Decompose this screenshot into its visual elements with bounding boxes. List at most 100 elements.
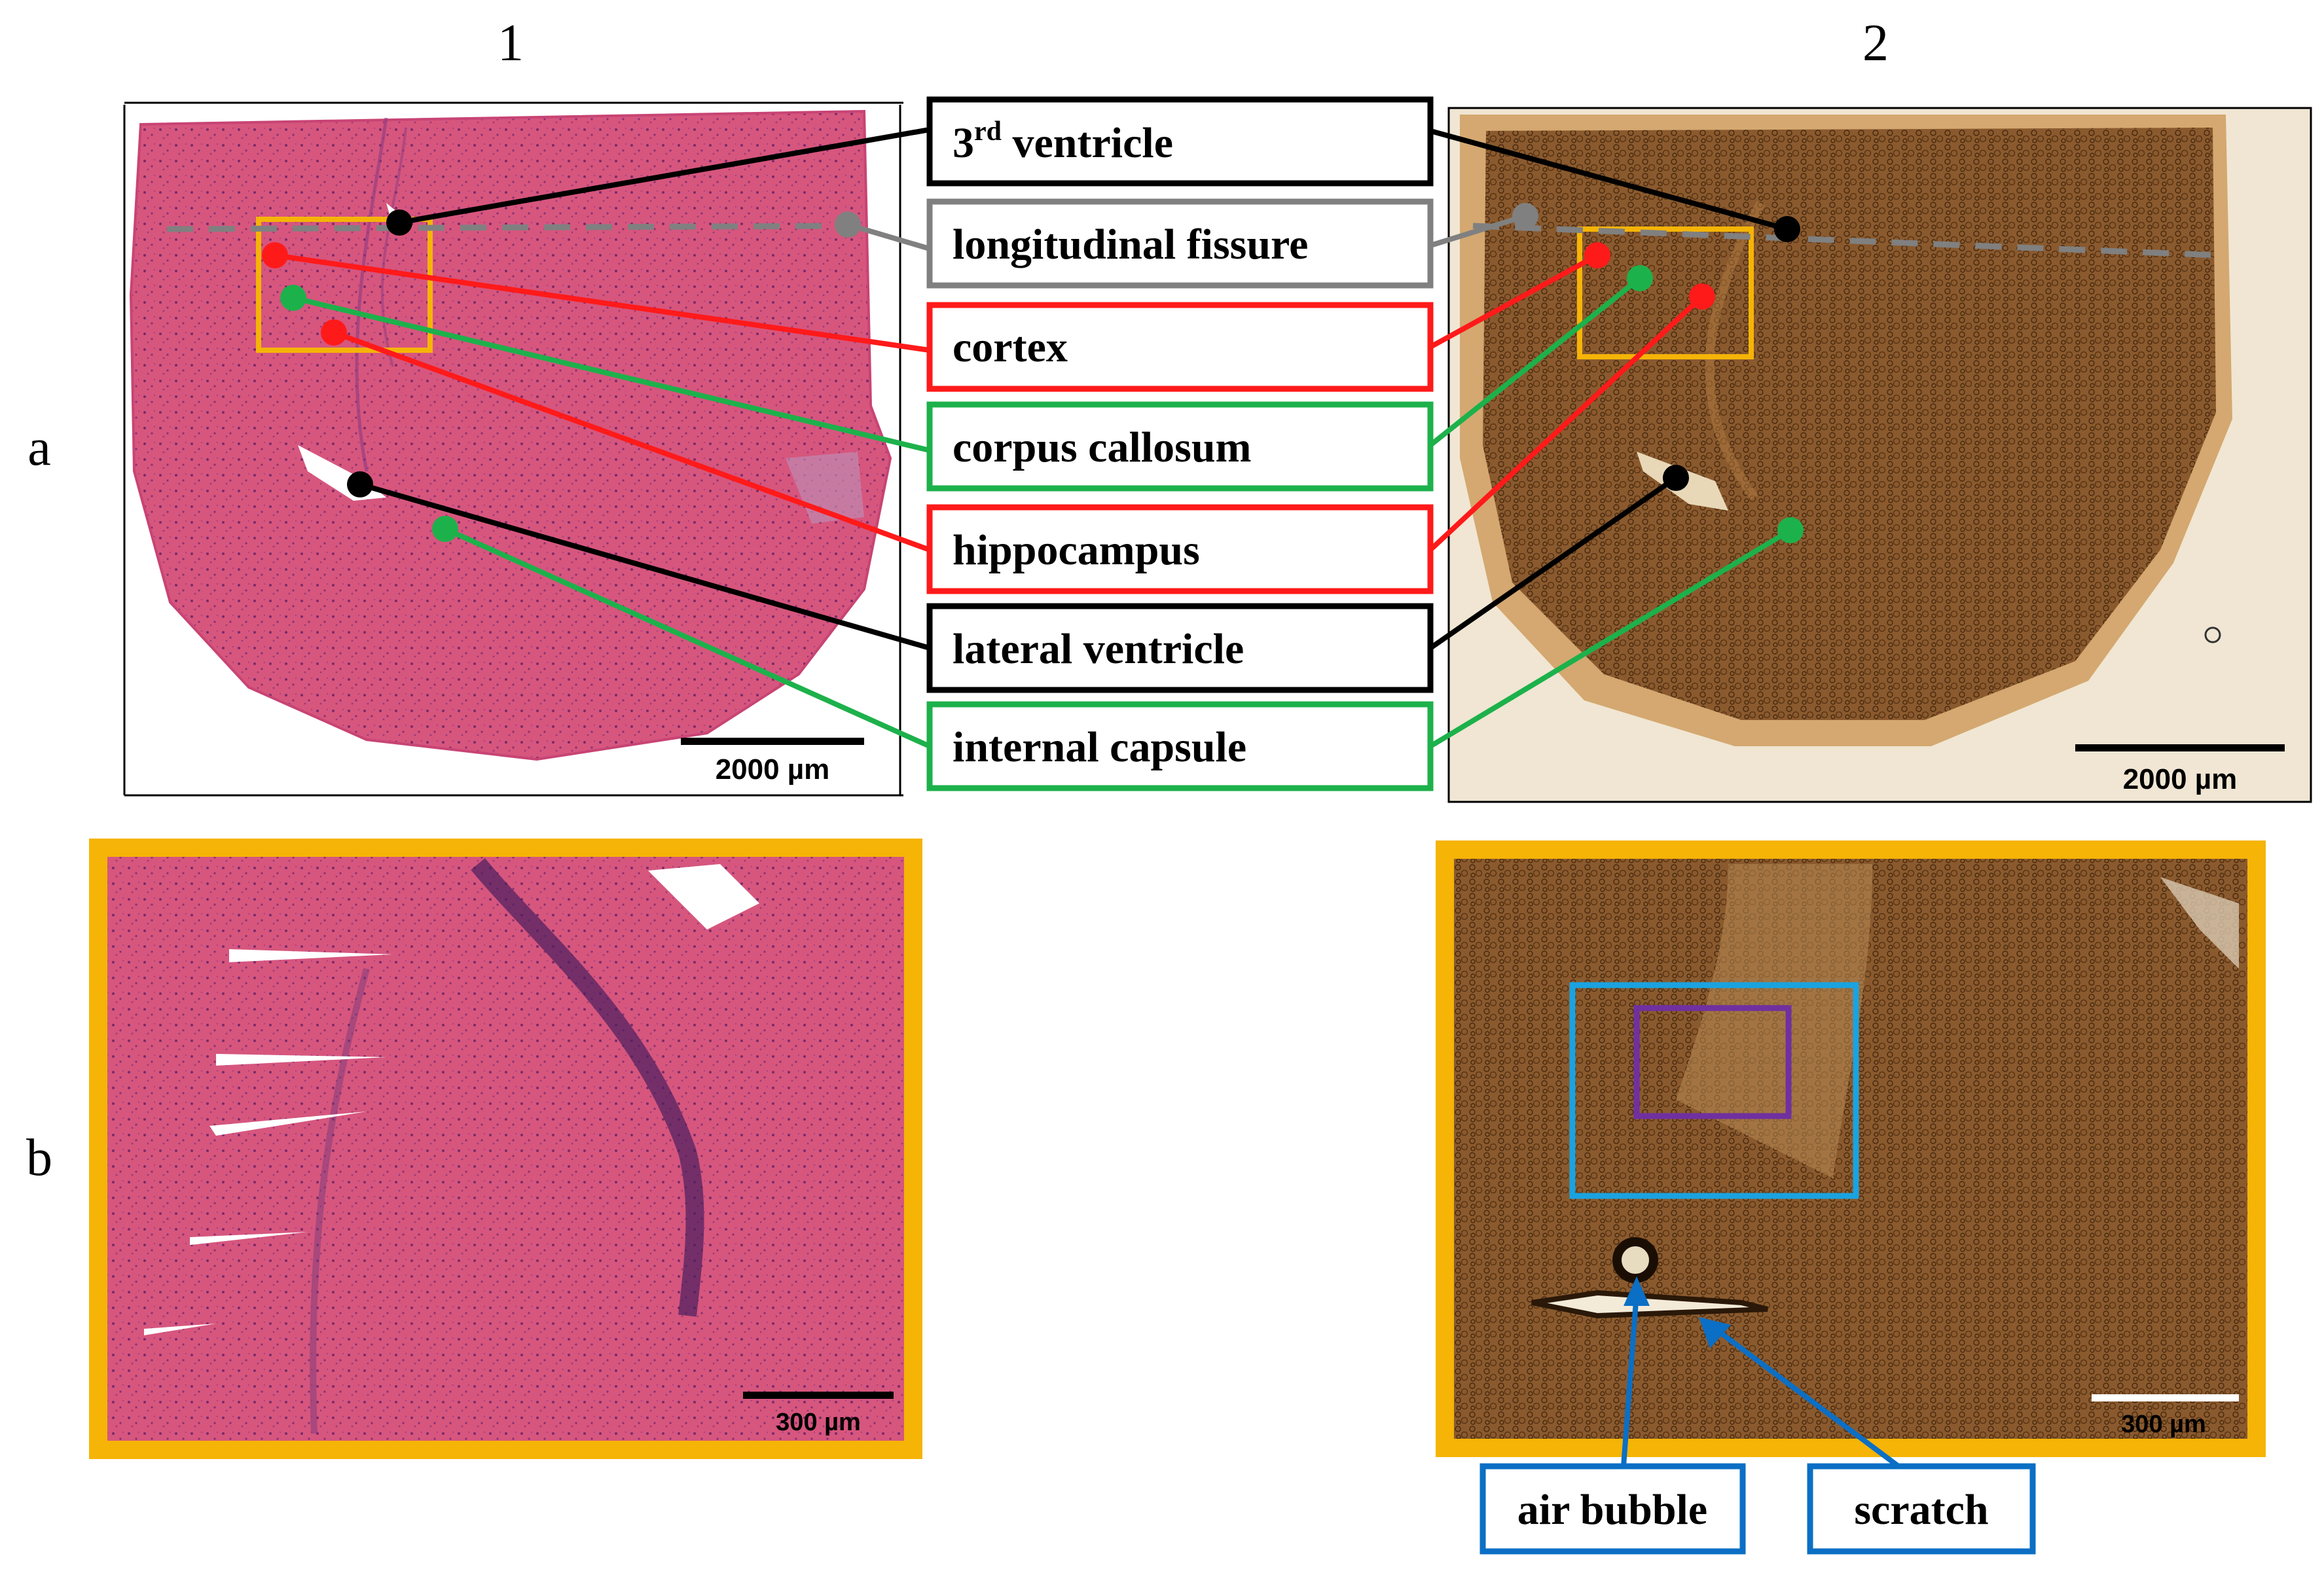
label-internal-capsule: internal capsule (926, 701, 1434, 791)
cyan-region-box (1569, 982, 1859, 1199)
scale-bar-label-b2: 300 µm (2121, 1411, 2206, 1438)
dot-fissure-right (1512, 203, 1538, 229)
zoom-box-a2 (1577, 226, 1754, 359)
row-label-a: a (27, 419, 51, 477)
dentate-gyrus-layer (471, 858, 704, 1317)
column-header-1: 1 (498, 14, 524, 72)
leader-cortex-left (274, 253, 930, 353)
dot-hippocampus-left (321, 319, 347, 346)
leader-internal-capsule-left (444, 526, 931, 749)
label-box-longitudinal-fissure (926, 198, 1434, 289)
callout-box-air-bubble (1480, 1463, 1746, 1555)
leader-hippocampus-left (333, 330, 931, 552)
label-box-third-ventricle (926, 96, 1434, 187)
leader-fissure-right (1429, 213, 1527, 248)
label-longitudinal-fissure: longitudinal fissure (926, 198, 1434, 289)
scale-bar-label-a2: 2000 µm (2123, 763, 2238, 795)
callout-text-air-bubble: air bubble (1517, 1486, 1707, 1534)
scale-bar-a2 (2075, 744, 2285, 751)
purple-region-box (1633, 1005, 1792, 1119)
label-third-ventricle: 3rd ventricle (926, 96, 1434, 187)
scale-bar-a1 (681, 738, 864, 745)
leader-fissure-left (846, 222, 931, 251)
label-box-hippocampus (926, 504, 1434, 594)
scale-bar-label-b1: 300 µm (776, 1409, 861, 1436)
column-header-2: 2 (1862, 14, 1889, 72)
dot-corpus-callosum-left (280, 285, 306, 311)
leader-third-ventricle-right (1429, 128, 1788, 232)
dot-hippocampus-right (1689, 283, 1715, 310)
leader-lateral-ventricle-right (1428, 475, 1678, 651)
label-text-internal-capsule: internal capsule (953, 723, 1246, 771)
leader-cortex-right (1429, 253, 1599, 350)
scale-bar-label-a1: 2000 µm (716, 753, 830, 786)
label-text-longitudinal-fissure: longitudinal fissure (953, 221, 1308, 268)
scale-bar-b1 (743, 1392, 894, 1399)
label-box-corpus-callosum (926, 401, 1434, 492)
callout-text-scratch: scratch (1854, 1486, 1988, 1534)
panel-b1: 300 µm (89, 839, 922, 1459)
fissure-dashed-a1 (166, 223, 852, 232)
he-tissue-section (129, 109, 892, 761)
he-crack-3 (209, 1111, 367, 1136)
arrowhead-air-bubble (1624, 1276, 1650, 1306)
zoom-box-a1 (256, 217, 433, 353)
label-text-corpus-callosum: corpus callosum (953, 424, 1252, 471)
panel-b2: 300 µm (1436, 840, 2266, 1457)
dot-fissure-left (835, 211, 861, 238)
dot-third-ventricle-right (1774, 216, 1800, 242)
he-crack-5 (144, 1324, 216, 1335)
leader-internal-capsule-right (1428, 528, 1792, 749)
leader-corpus-callosum-left (293, 295, 930, 453)
he-crack-1 (229, 949, 393, 962)
panel-a2: 2000 µm (1447, 107, 2312, 803)
label-cortex: cortex (926, 302, 1434, 392)
label-boxes: 3rd ventricle longitudinal fissure corte… (926, 96, 1434, 791)
label-text-cortex: cortex (953, 323, 1068, 371)
arrowhead-scratch (1699, 1317, 1731, 1348)
leader-corpus-callosum-right (1428, 276, 1642, 448)
scratch-artifact (1531, 1290, 1768, 1319)
dot-lateral-ventricle-left (347, 471, 373, 497)
he-boundary-trace (310, 967, 370, 1434)
scale-bar-b2 (2092, 1394, 2239, 1401)
he-crack-4 (190, 1232, 308, 1245)
dot-internal-capsule-left (432, 516, 458, 542)
leader-hippocampus-right (1428, 295, 1704, 552)
label-text-third-ventricle: 3rd ventricle (953, 117, 1173, 167)
he-crack-2 (216, 1054, 386, 1066)
artifact-callouts: air bubble scratch (1480, 1276, 2036, 1555)
he-hippocampal-trace (380, 127, 407, 367)
callout-box-scratch (1807, 1463, 2036, 1555)
label-box-lateral-ventricle (926, 603, 1434, 693)
dot-cortex-right (1584, 242, 1610, 268)
dot-third-ventricle-left (386, 209, 412, 236)
dot-lateral-ventricle-right (1663, 465, 1689, 491)
silver-tear-corner (2160, 877, 2239, 969)
silver-tissue-section (1483, 128, 2216, 720)
leader-dots (262, 203, 1804, 543)
dot-cortex-left (262, 242, 288, 268)
leader-lateral-ventricle-left (359, 482, 931, 651)
he-tear-top (648, 864, 759, 930)
leader-third-ventricle-left (399, 127, 930, 225)
arrow-line-air-bubble (1621, 1292, 1639, 1467)
label-box-internal-capsule (926, 701, 1434, 791)
leader-lines (274, 127, 1792, 749)
row-label-b: b (26, 1129, 52, 1187)
label-hippocampus: hippocampus (926, 504, 1434, 594)
zoom-image-b1 (89, 839, 922, 1459)
label-corpus-callosum: corpus callosum (926, 401, 1434, 492)
label-text-hippocampus: hippocampus (953, 526, 1200, 574)
label-lateral-ventricle: lateral ventricle (926, 603, 1434, 693)
small-bubble-a2 (2204, 626, 2221, 643)
panel-a1: 2000 µm (123, 101, 903, 797)
silver-pale-band (1676, 864, 1872, 1178)
arrow-line-scratch (1713, 1326, 1900, 1469)
label-box-cortex (926, 302, 1434, 392)
dot-internal-capsule-right (1777, 517, 1804, 543)
dot-corpus-callosum-right (1627, 265, 1653, 291)
air-bubble-artifact (1612, 1237, 1658, 1283)
